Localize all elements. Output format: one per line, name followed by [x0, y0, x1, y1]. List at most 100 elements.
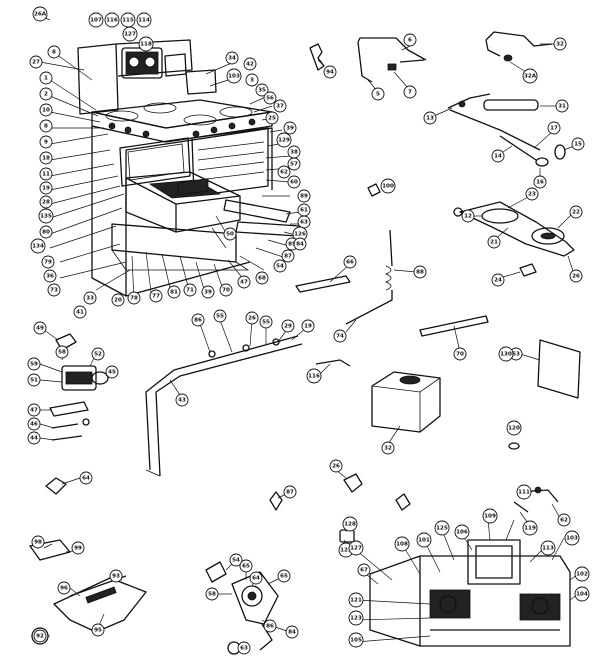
callout-circle	[491, 149, 505, 163]
part-callout: 109	[482, 508, 498, 524]
part-callout: 130	[498, 346, 514, 362]
part-callout: 27	[29, 55, 43, 69]
callout-circle	[357, 563, 371, 577]
callout-label: 12	[464, 213, 472, 219]
callout-circle	[343, 255, 357, 269]
callout-circle	[569, 269, 583, 283]
part-callout: 103	[564, 530, 580, 546]
callout-label: 32	[556, 41, 564, 47]
callout-circle	[276, 132, 292, 148]
callout-circle	[41, 255, 55, 269]
callout-label: 51	[30, 377, 38, 383]
callout-circle	[255, 83, 269, 97]
callout-label: 122	[340, 547, 352, 553]
callout-label: 50	[226, 231, 234, 237]
part-callout: 88	[413, 265, 427, 279]
callout-circle	[553, 37, 567, 51]
part-callout: 37	[273, 99, 287, 113]
callout-label: 57	[290, 161, 298, 167]
callout-circle	[571, 137, 585, 151]
part-callout: 79	[41, 255, 55, 269]
callout-label: 59	[30, 361, 38, 367]
part-callout: 35	[255, 83, 269, 97]
callout-circle	[127, 291, 141, 305]
callout-label: 56	[266, 95, 274, 101]
callout-label: 114	[138, 17, 150, 23]
callout-label: 17	[550, 125, 558, 131]
callout-circle	[205, 587, 219, 601]
callout-circle	[293, 237, 307, 251]
callout-label: 107	[90, 17, 102, 23]
callout-circle	[498, 346, 514, 362]
callout-circle	[229, 553, 243, 567]
callout-circle	[564, 530, 580, 546]
callout-circle	[277, 165, 291, 179]
callout-label: 106	[456, 529, 468, 535]
callout-circle	[149, 289, 163, 303]
callout-label: 24	[494, 277, 502, 283]
part-callout: 111	[516, 484, 532, 500]
callout-circle	[434, 520, 450, 536]
part-callout: 66	[343, 255, 357, 269]
callout-circle	[39, 151, 53, 165]
part-callout: 47	[27, 403, 41, 417]
callout-label: 58	[58, 349, 66, 355]
callout-label: 79	[44, 259, 52, 265]
callout-circle	[47, 283, 61, 297]
callout-label: 130	[500, 351, 512, 357]
part-callout: 68	[255, 271, 269, 285]
callout-label: 98	[34, 539, 42, 545]
callout-label: 22	[572, 209, 580, 215]
part-callout: 119	[522, 520, 538, 536]
callout-circle	[105, 365, 119, 379]
callout-label: 26	[572, 273, 580, 279]
callout-circle	[380, 178, 396, 194]
callout-label: 61	[300, 207, 308, 213]
callout-circle	[348, 610, 364, 626]
callout-circle	[43, 269, 57, 283]
callout-circle	[301, 319, 315, 333]
callout-circle	[39, 195, 53, 209]
part-callout: 99	[71, 541, 85, 555]
part-callout: 125	[434, 520, 450, 536]
callout-circle	[413, 265, 427, 279]
part-callout: 121	[348, 592, 364, 608]
callout-label: 54	[232, 557, 240, 563]
callout-circle	[91, 347, 105, 361]
callout-label: 65	[242, 563, 250, 569]
part-callout: 59	[27, 357, 41, 371]
callout-label: 127	[124, 31, 136, 37]
part-callout: 63	[297, 215, 311, 229]
callout-circle	[522, 520, 538, 536]
callout-circle	[348, 592, 364, 608]
callout-circle	[57, 581, 71, 595]
callout-label: 96	[60, 585, 68, 591]
part-callout: 26A	[32, 6, 48, 22]
callout-circle	[27, 417, 41, 431]
callout-label: 52	[94, 351, 102, 357]
callout-label: 13	[426, 115, 434, 121]
callout-circle	[33, 629, 47, 643]
callout-circle	[138, 36, 154, 52]
callout-label: 64	[252, 575, 260, 581]
callout-label: 37	[276, 103, 284, 109]
part-callout: 50	[223, 227, 237, 241]
callout-circle	[33, 321, 47, 335]
callout-circle	[277, 569, 291, 583]
callout-circle	[522, 68, 538, 84]
callout-circle	[88, 12, 104, 28]
callout-label: 118	[140, 41, 152, 47]
part-callout: 61	[297, 203, 311, 217]
callout-circle	[79, 471, 93, 485]
callout-label: 128	[344, 521, 356, 527]
callout-label: 32	[384, 445, 392, 451]
part-callout: 128	[342, 516, 358, 532]
part-callout: 96	[57, 581, 71, 595]
part-callout: 89	[297, 189, 311, 203]
callout-circle	[403, 33, 417, 47]
callout-circle	[323, 65, 337, 79]
part-callout: 38	[287, 145, 301, 159]
part-callout: 63	[237, 641, 251, 655]
part-callout: 116	[306, 368, 322, 384]
